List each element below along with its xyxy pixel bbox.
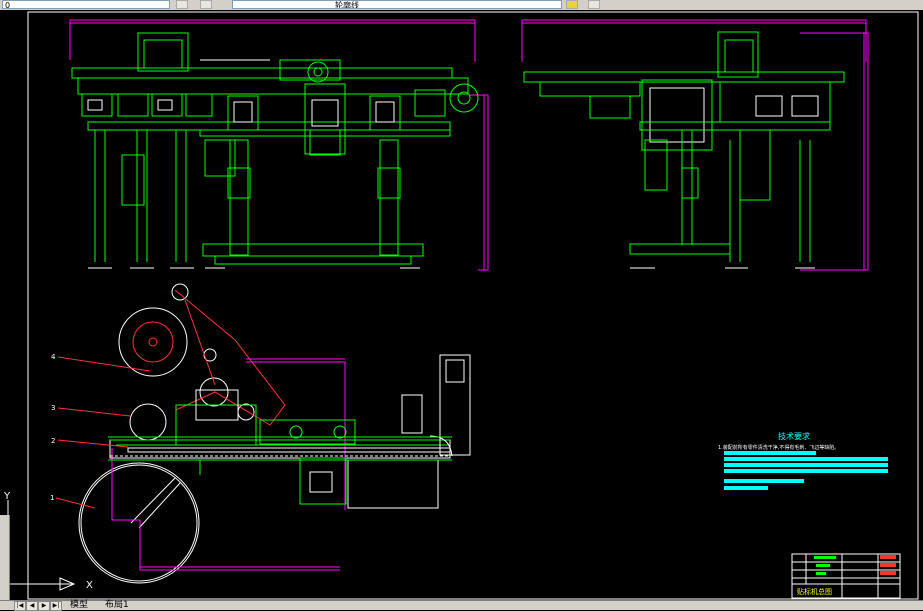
title-block (791, 553, 901, 599)
layer-combo[interactable]: 0 (2, 0, 170, 9)
tech-req-title: 技术要求 (778, 431, 810, 441)
color-control-icon[interactable] (566, 0, 578, 9)
layer-manager-icon[interactable] (176, 0, 188, 9)
balloon-4: 4 (51, 353, 56, 361)
ucs-x-label: X (86, 580, 93, 591)
layer-dropdown-value: 轮廓线 (335, 1, 359, 9)
layout-tab-bar: |◀ ◀ ▶ ▶| 模型 布局1 (0, 600, 923, 611)
tab-layout1[interactable]: 布局1 (105, 600, 129, 610)
technical-requirements: 技术要求 1.装配前所有零件清洗干净,不得有毛刺、飞边等缺陷。 (718, 431, 888, 490)
plan-view (55, 283, 471, 584)
part-balloons: 4 3 2 1 (50, 353, 56, 502)
prev-tab-button[interactable]: ◀ (26, 601, 38, 611)
front-view (69, 19, 489, 271)
layer-dropdown[interactable]: 轮廓线 (232, 0, 562, 9)
cad-drawing: 4 3 2 1 技术要求 1.装配前所有零件清洗干净,不得有毛刺、飞边等缺陷。 … (3, 11, 919, 600)
first-tab-button[interactable]: |◀ (14, 601, 26, 611)
tech-req-line-4 (724, 463, 888, 467)
next-tab-button[interactable]: ▶ (38, 601, 50, 611)
balloon-1: 1 (50, 494, 54, 502)
linetype-control-icon[interactable] (588, 0, 600, 9)
left-panel-strip (0, 515, 10, 600)
tech-req-line-7 (724, 486, 768, 490)
side-view (521, 19, 869, 271)
layer-previous-icon[interactable] (200, 0, 212, 9)
ucs-icon: Y X (3, 491, 93, 591)
layer-combo-value: 0 (5, 1, 11, 9)
tech-req-line-5 (724, 469, 888, 473)
balloon-2: 2 (51, 437, 55, 445)
tab-model[interactable]: 模型 (70, 600, 89, 610)
ucs-y-label: Y (3, 491, 11, 502)
drawing-canvas[interactable]: 4 3 2 1 技术要求 1.装配前所有零件清洗干净,不得有毛刺、飞边等缺陷。 … (0, 10, 923, 600)
tech-req-line-6 (724, 479, 804, 483)
tech-req-line-2 (724, 451, 816, 455)
tech-req-line-1: 1.装配前所有零件清洗干净,不得有毛刺、飞边等缺陷。 (718, 444, 839, 451)
last-tab-button[interactable]: ▶| (50, 601, 62, 611)
balloon-3: 3 (51, 404, 55, 412)
drawing-name: 贴标机总图 (797, 587, 832, 596)
tech-req-line-3 (724, 457, 888, 461)
drawing-frame (27, 11, 919, 600)
